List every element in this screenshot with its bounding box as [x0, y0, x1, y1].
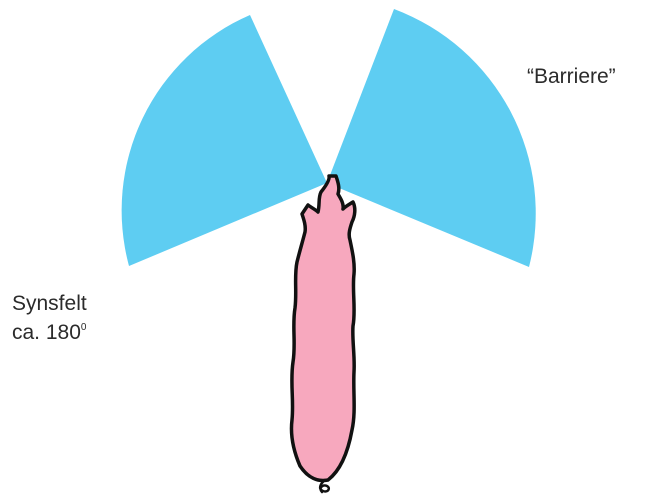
left-vision-field-sector — [122, 15, 327, 266]
vision-field-degree-symbol: 0 — [81, 322, 87, 333]
pig-top-view-icon — [291, 176, 354, 492]
vision-field-angle-value: ca. 180 — [12, 321, 81, 344]
right-vision-field-sector — [327, 9, 536, 267]
vision-field-label: Synsfelt — [12, 289, 87, 318]
pig-body — [291, 176, 354, 480]
barrier-label: “Barriere” — [527, 62, 616, 91]
vision-field-angle-label: ca. 1800 — [12, 318, 86, 347]
